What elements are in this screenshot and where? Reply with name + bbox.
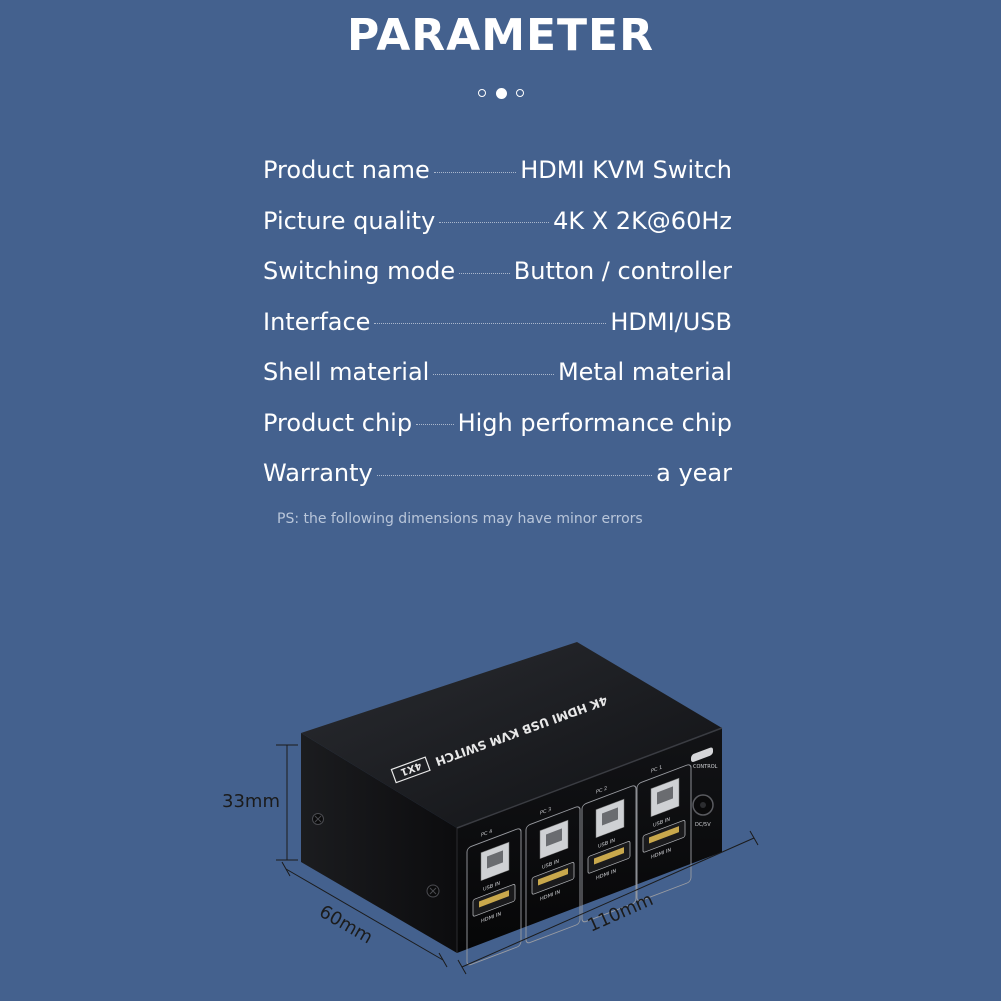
- pager-dot[interactable]: [478, 89, 486, 97]
- device-edge: [456, 727, 723, 829]
- screw-slot: [429, 887, 437, 895]
- parameter-value: a year: [656, 459, 732, 488]
- parameter-value: Metal material: [557, 358, 732, 387]
- parameter-row: Switching mode Button / controller: [263, 246, 732, 297]
- device-front-face: [457, 728, 722, 953]
- parameter-value: 4K X 2K@60Hz: [553, 206, 732, 235]
- height-dimension-label: 33mm: [222, 791, 280, 812]
- parameter-label: Warranty: [263, 459, 373, 488]
- parameter-row: Product chip High performance chip: [263, 398, 732, 449]
- dimension-note: PS: the following dimensions may have mi…: [277, 511, 643, 527]
- port-pc-label: PC 1: [651, 765, 662, 775]
- dotted-leader: [433, 373, 554, 375]
- screw-slot: [314, 815, 322, 823]
- parameter-value: High performance chip: [457, 408, 732, 437]
- parameter-row: Product name HDMI KVM Switch: [263, 145, 732, 196]
- dotted-leader: [374, 323, 607, 325]
- product-image: 4K HDMI USB KVM SWITCH 4X1 PC 4 USB IN H…: [222, 642, 759, 975]
- dotted-leader: [459, 272, 510, 274]
- port-pc-label: PC 3: [540, 807, 551, 817]
- parameter-label: Switching mode: [263, 257, 456, 286]
- parameter-value: Button / controller: [513, 257, 732, 286]
- parameter-label: Product name: [263, 156, 430, 185]
- port-group-pc2: PC 2 USB IN HDMI IN: [581, 785, 637, 923]
- dimension-lines: [276, 744, 759, 975]
- dotted-leader: [416, 424, 454, 426]
- parameter-label: Shell material: [263, 358, 430, 387]
- pager-dot[interactable]: [516, 89, 524, 97]
- parameter-label: Product chip: [263, 408, 413, 437]
- parameter-row: Picture quality 4K X 2K@60Hz: [263, 196, 732, 247]
- port-pc-label: PC 2: [596, 786, 607, 796]
- control-port: [691, 747, 713, 762]
- port-group-pc3: PC 3 USB IN HDMI IN: [525, 806, 581, 944]
- control-port-label: CONTROL: [693, 764, 718, 770]
- parameter-label: Picture quality: [263, 206, 436, 235]
- depth-dimension-label: 60mm: [316, 901, 377, 948]
- dotted-leader: [439, 222, 550, 224]
- parameter-value: HDMI/USB: [610, 307, 732, 336]
- device-side-face: [301, 733, 457, 953]
- parameter-row: Warranty a year: [263, 448, 732, 499]
- parameter-label: Interface: [263, 307, 371, 336]
- carousel-pager: [478, 87, 524, 99]
- port-pc-label: PC 4: [481, 829, 492, 839]
- parameter-value: HDMI KVM Switch: [520, 156, 732, 185]
- port-group-pc4: PC 4 USB IN HDMI IN: [466, 828, 522, 966]
- pager-dot-active[interactable]: [495, 87, 507, 99]
- page-title: PARAMETER: [347, 10, 654, 61]
- dotted-leader: [433, 171, 517, 173]
- device-badge-frame: [390, 756, 431, 784]
- dotted-leader: [376, 474, 653, 476]
- power-jack-label: DC/5V: [695, 822, 711, 828]
- parameter-row: Interface HDMI/USB: [263, 297, 732, 348]
- parameter-list: Product name HDMI KVM Switch Picture qua…: [263, 145, 732, 499]
- device-top-face: [301, 642, 722, 828]
- parameter-row: Shell material Metal material: [263, 347, 732, 398]
